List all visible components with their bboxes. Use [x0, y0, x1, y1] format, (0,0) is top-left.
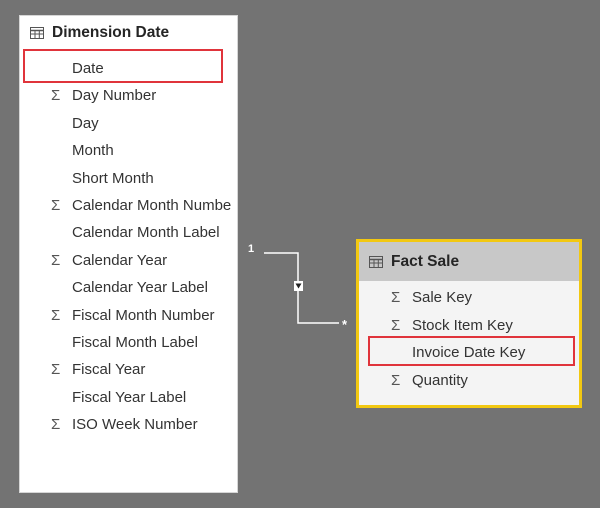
field-label: Date — [72, 60, 104, 77]
dimension-date-field[interactable]: Σ Fiscal Year — [20, 356, 237, 383]
sigma-icon: Σ — [51, 251, 61, 269]
dimension-date-field[interactable]: Σ Fiscal Month Number — [20, 302, 237, 329]
dimension-date-field[interactable]: Calendar Month Label — [20, 219, 237, 246]
field-label: Sale Key — [412, 289, 473, 306]
field-label: Calendar Month Label — [72, 224, 220, 242]
field-label: Day — [72, 114, 99, 132]
field-label: Fiscal Month Label — [72, 333, 198, 351]
dimension-date-field[interactable]: Fiscal Year Label — [20, 384, 237, 411]
dimension-date-header[interactable]: Dimension Date — [20, 16, 237, 50]
sigma-icon: Σ — [391, 316, 401, 334]
fact-sale-title: Fact Sale — [391, 252, 460, 270]
dimension-date-field[interactable]: Calendar Year Label — [20, 274, 237, 301]
fact-sale-field[interactable]: Σ Sale Key — [359, 284, 579, 312]
dimension-date-field[interactable]: Σ Calendar Year — [20, 247, 237, 274]
fact-sale-field[interactable]: Invoice Date Key — [359, 339, 579, 367]
dimension-date-field[interactable]: Month — [20, 137, 237, 164]
dimension-date-field[interactable]: Day — [20, 110, 237, 137]
filter-arrow-icon — [295, 283, 302, 289]
table-icon — [30, 27, 44, 39]
field-label: Calendar Year Label — [72, 279, 208, 297]
sigma-icon: Σ — [51, 416, 61, 434]
relationship-many-cardinality: * — [342, 317, 348, 332]
dimension-date-field[interactable]: Fiscal Month Label — [20, 329, 237, 356]
dimension-date-field[interactable]: Short Month — [20, 165, 237, 192]
sigma-icon: Σ — [51, 196, 61, 214]
field-label: Calendar Year — [72, 251, 168, 269]
field-label: Fiscal Year — [72, 361, 146, 379]
sigma-icon: Σ — [391, 372, 401, 390]
field-label: Calendar Month Numbe — [72, 196, 232, 214]
field-label: Fiscal Month Number — [72, 306, 215, 324]
field-label: Invoice Date Key — [412, 344, 526, 362]
sigma-icon: Σ — [51, 306, 61, 324]
sigma-icon: Σ — [51, 87, 61, 105]
dimension-date-field[interactable]: Σ Day Number — [20, 82, 237, 109]
field-label: Fiscal Year Label — [72, 388, 187, 406]
sigma-icon: Σ — [391, 289, 401, 306]
dimension-date-field[interactable]: Σ ISO Week Number — [20, 411, 237, 438]
fact-sale-field[interactable]: Σ Stock Item Key — [359, 312, 579, 340]
dimension-date-title: Dimension Date — [52, 24, 170, 41]
field-label: ISO Week Number — [72, 416, 198, 434]
field-label: Stock Item Key — [412, 316, 513, 334]
sigma-icon: Σ — [51, 361, 61, 379]
field-label: Quantity — [412, 372, 468, 390]
fact-sale-header[interactable]: Fact Sale — [359, 242, 579, 281]
dimension-date-field[interactable]: Σ Calendar Month Numbe — [20, 192, 237, 219]
field-label: Month — [72, 142, 114, 160]
table-icon — [369, 255, 383, 268]
field-label: Day Number — [72, 87, 157, 105]
relationship-one-cardinality: 1 — [248, 243, 255, 255]
field-label: Short Month — [72, 169, 154, 187]
fact-sale-field[interactable]: Σ Quantity — [359, 367, 579, 395]
filter-direction-icon[interactable] — [294, 281, 303, 291]
dimension-date-field[interactable]: Date — [20, 55, 237, 82]
